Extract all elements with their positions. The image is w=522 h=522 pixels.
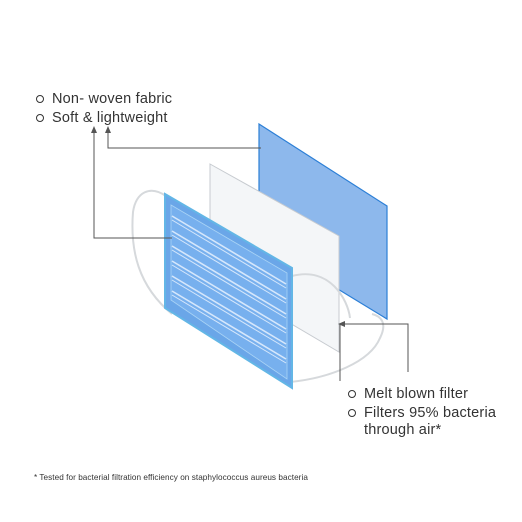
leader-line-filter (339, 323, 409, 381)
mask-pleats (171, 215, 287, 364)
right-ear-loop-lower (289, 313, 385, 383)
arrowhead-filter (338, 321, 345, 327)
callout-item: Non- woven fabric (36, 91, 172, 108)
callout-item: Melt blown filter (348, 386, 514, 403)
circle-bullet-icon (36, 114, 44, 122)
outer-fabric-callout: Non- woven fabric Soft & lightweight (36, 91, 172, 127)
circle-bullet-icon (348, 409, 356, 417)
right-ear-loop-upper (291, 273, 351, 319)
pleat-line (171, 260, 287, 330)
circle-bullet-icon (348, 390, 356, 398)
callout-text: Soft & lightweight (52, 110, 168, 126)
pleat-line (171, 219, 287, 289)
front-pleated-mask (164, 192, 293, 390)
leader-line-outer-fabric (107, 131, 261, 149)
pleat-line (171, 264, 287, 334)
pleat-line (171, 234, 287, 304)
callout-text: Filters 95% bacteria through air* (364, 405, 497, 438)
pleat-line (171, 230, 287, 300)
pleat-line (171, 279, 287, 349)
pleat-line (171, 294, 287, 364)
pleat-line (171, 249, 287, 319)
leader-line-front-mask (93, 131, 172, 239)
circle-bullet-icon (36, 95, 44, 103)
callout-text: Melt blown filter (364, 386, 469, 402)
arrowhead-front-mask (91, 126, 97, 133)
pleat-line (171, 290, 287, 360)
pleat-line (171, 245, 287, 315)
footnote: * Tested for bacterial filtration effici… (34, 473, 308, 482)
pleat-line (171, 275, 287, 345)
left-ear-loop (131, 189, 173, 315)
leader-lines (93, 131, 409, 381)
callout-item: Soft & lightweight (36, 110, 172, 127)
arrowhead-outer-fabric (105, 126, 111, 133)
callout-text: Non- woven fabric (52, 91, 173, 107)
pleat-line (171, 215, 287, 285)
filter-callout: Melt blown filter Filters 95% bacteria t… (348, 386, 514, 439)
callout-item: Filters 95% bacteria through air* (348, 405, 514, 439)
